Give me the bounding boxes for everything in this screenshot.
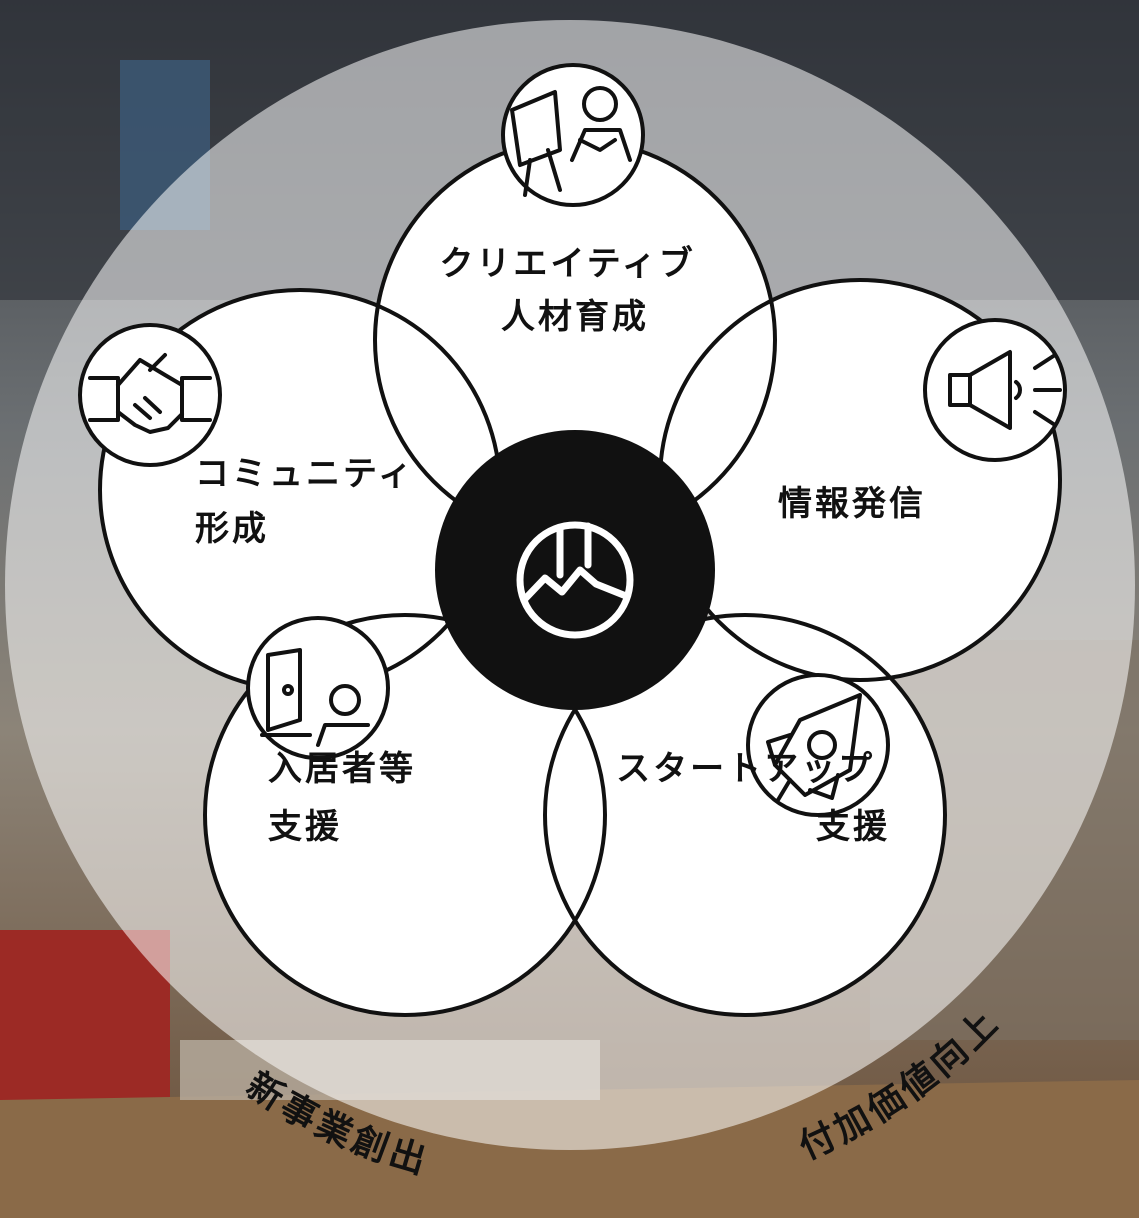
presenter-teaching-icon	[510, 86, 632, 197]
petal-info-label: 情報発信	[778, 484, 926, 524]
petal-resident-label: 入居者等 支援	[268, 749, 431, 847]
logo-mountain-flag-icon	[516, 521, 634, 639]
handshake-icon	[88, 353, 212, 434]
petal-startup	[543, 613, 947, 1017]
petal-creative-label: クリエイティブ 人材育成	[439, 244, 710, 337]
petal-resident	[203, 613, 607, 1017]
rocket-icon	[766, 693, 862, 802]
megaphone-icon	[948, 350, 1062, 430]
door-person-icon	[260, 648, 370, 747]
petal-startup-label: スタートアップ 支援	[616, 749, 890, 847]
petal-community-label: コミュニティ 形成	[195, 454, 430, 549]
center-circle	[435, 430, 715, 710]
